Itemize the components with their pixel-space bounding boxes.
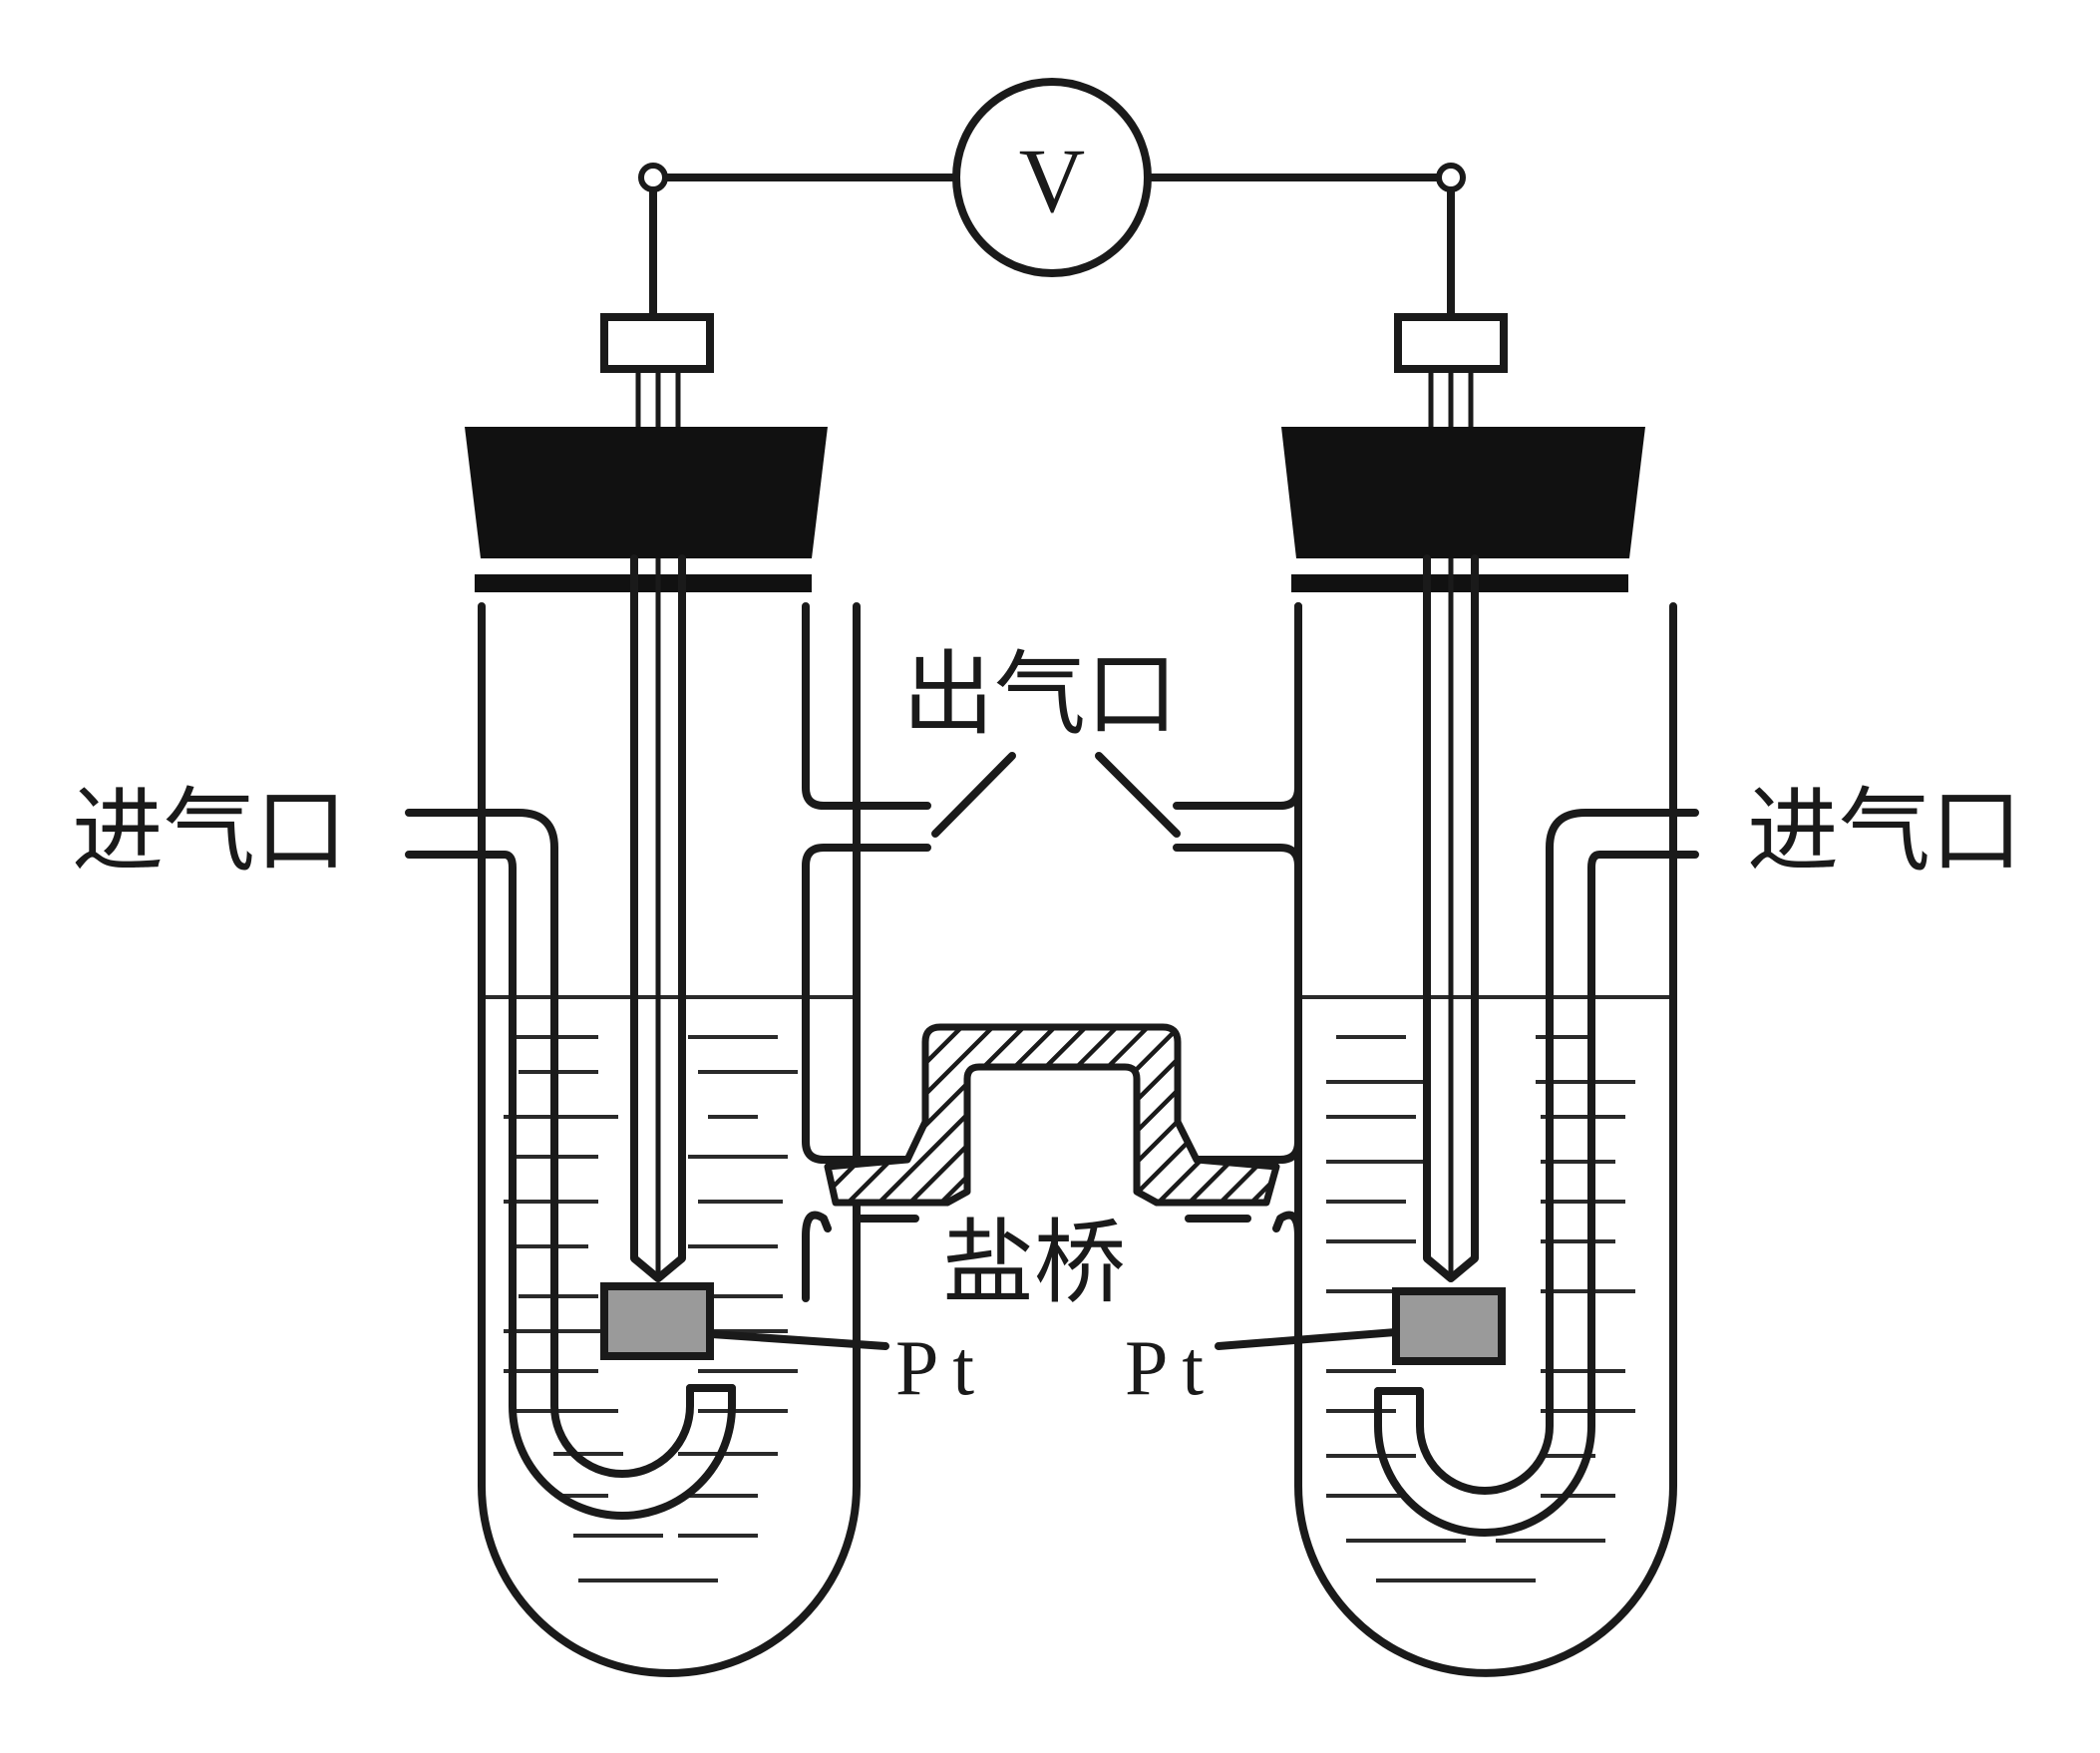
voltmeter-circle <box>952 78 1152 277</box>
left-stopper-band <box>475 574 812 592</box>
left-pt-electrode <box>600 1282 714 1360</box>
label-pt-left: Pt <box>895 1324 988 1411</box>
left-stopper <box>465 427 828 558</box>
right-test-tube <box>1294 602 1677 1677</box>
right-stopper-band <box>1291 574 1628 592</box>
salt-bridge <box>824 1023 1280 1207</box>
label-gas-inlet-left: 进气口 <box>72 778 347 884</box>
voltmeter: V <box>952 78 1152 277</box>
right-stopper <box>1281 427 1645 558</box>
right-electrolyte <box>1298 995 1673 1582</box>
label-gas-outlet: 出气口 <box>902 641 1178 748</box>
label-salt-bridge: 盐桥 <box>942 1210 1126 1316</box>
terminal-left <box>638 163 668 192</box>
label-pt-right: Pt <box>1125 1324 1218 1411</box>
left-gas-inlet-tube <box>405 809 694 1478</box>
voltmeter-symbol: V <box>1019 130 1085 231</box>
left-test-tube <box>478 602 861 1677</box>
right-half-cell <box>1173 313 1699 1677</box>
terminal-right <box>1436 163 1466 192</box>
leader-lines <box>708 752 1400 1350</box>
left-half-cell <box>405 313 931 1677</box>
right-pt-electrode <box>1392 1287 1506 1365</box>
label-gas-inlet-right: 进气口 <box>1747 778 2022 884</box>
external-circuit <box>638 163 1466 321</box>
right-electrode-cap <box>1394 313 1508 373</box>
right-gas-inlet-tube <box>1416 809 1699 1495</box>
left-electrode-cap <box>600 313 714 373</box>
